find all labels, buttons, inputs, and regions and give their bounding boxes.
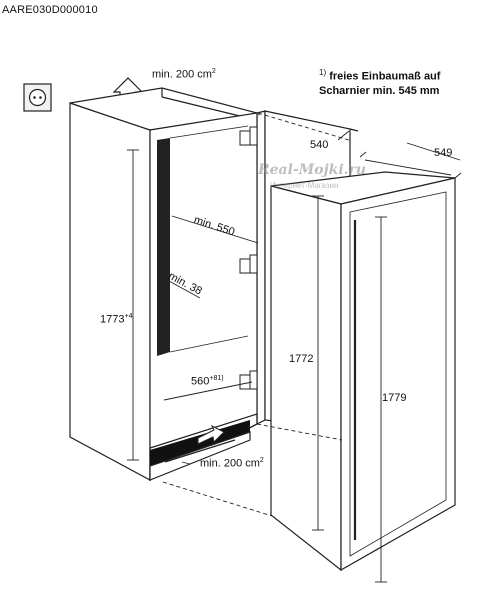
footnote: 1) freies Einbaumaß auf Scharnier min. 5… [319, 66, 440, 98]
vent-bottom-label: min. 200 cm2 [200, 457, 264, 470]
watermark-brand: Real-Mojki.ru [258, 162, 367, 178]
height-1779-label: 1779 [382, 392, 407, 404]
air-flow-bottom-arrow-icon [181, 424, 225, 465]
footnote-line-1: freies Einbaumaß auf [329, 70, 441, 83]
document-code: AARE030D000010 [2, 4, 98, 16]
depth-540-label: 540 [310, 139, 329, 151]
power-socket-icon [23, 83, 52, 112]
appliance [270, 171, 456, 572]
hinge-icon [239, 126, 258, 390]
niche-height-label: 1773+4 [100, 313, 133, 326]
height-1772-label: 1772 [289, 353, 314, 365]
vent-top-label: min. 200 cm2 [152, 68, 216, 81]
width-560-label: 560+81) [191, 375, 224, 388]
dimension-lines [127, 110, 462, 583]
depth-549-label: 549 [434, 147, 453, 159]
footnote-marker: 1) [319, 68, 327, 77]
footnote-line-2: Scharnier min. 545 mm [319, 84, 440, 97]
watermark-subtitle: Интернет-Магазин [270, 181, 339, 190]
